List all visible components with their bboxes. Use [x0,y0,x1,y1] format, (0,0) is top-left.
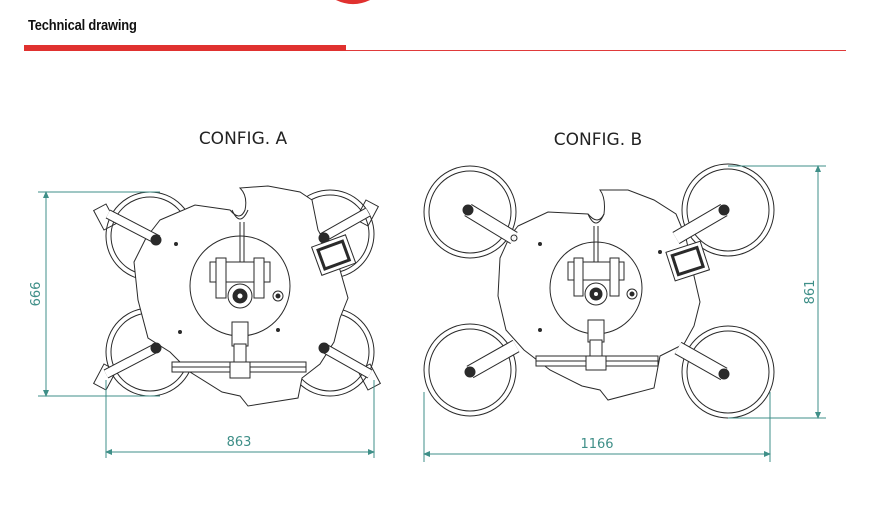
section-title: Technical drawing [28,17,137,34]
config-b-dimensions [423,165,826,462]
config-b-arm-top-right [672,203,730,245]
brand-logo-arc [336,0,370,4]
config-b-arm-bottom-right [674,341,730,381]
config-b-width-dimension: 1166 [580,437,613,452]
config-b-handle [535,319,659,371]
config-b-arm-bottom-left [464,339,520,379]
config-b-drawing [423,163,775,419]
config-a-label: CONFIG. A [199,129,288,149]
config-a-dimensions [38,191,375,458]
config-b-height-dimension: 861 [803,280,818,305]
config-a-gauge-box [310,234,357,276]
config-a-arm-bottom-left [92,342,162,391]
config-a-handle [171,321,307,379]
config-b-label: CONFIG. B [554,130,642,150]
header-accent-bar [24,45,346,51]
config-a-drawing [92,185,382,407]
header-rule [24,50,846,51]
config-a-width-dimension: 863 [227,435,252,450]
config-b-arm-top-left [462,204,518,244]
config-a-height-dimension: 666 [29,282,44,307]
config-a-arm-bottom-right [318,342,382,391]
config-b-gauge-box [665,240,711,282]
config-a-arm-top-right [318,199,380,244]
config-a-arm-top-left [92,203,162,246]
